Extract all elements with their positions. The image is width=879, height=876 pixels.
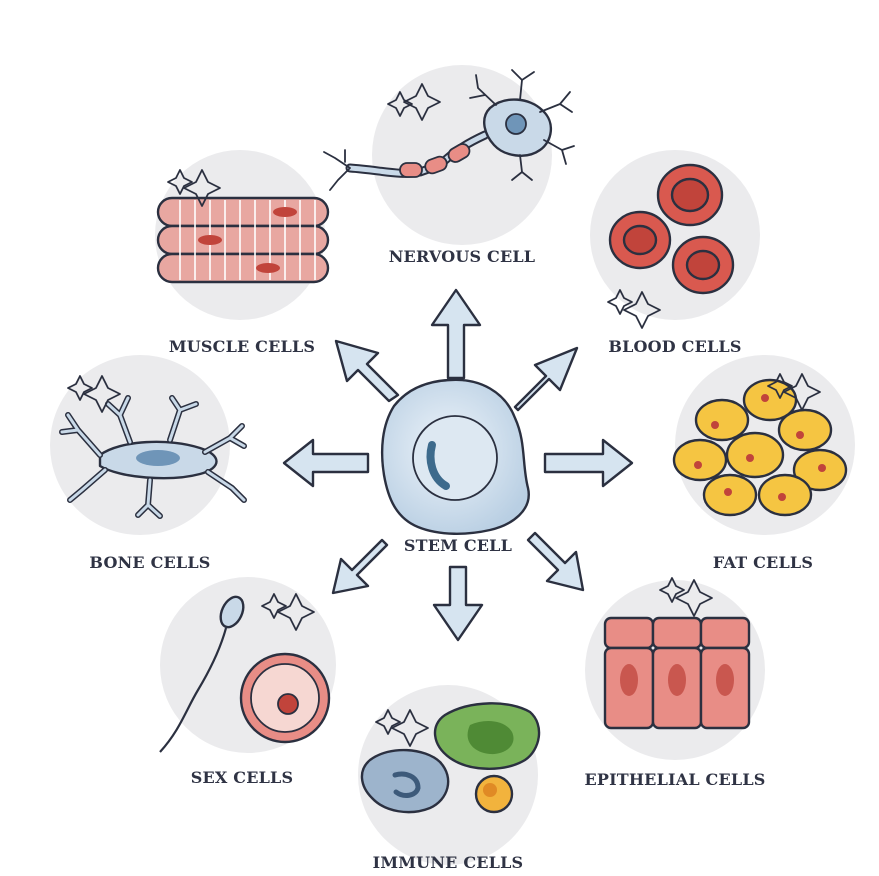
immune-cells-label: IMMUNE CELLS <box>373 853 524 872</box>
muscle-cells-illustration: MUSCLE CELLS <box>158 198 328 356</box>
arrow-left <box>284 440 368 486</box>
nervous-cell-label: NERVOUS CELL <box>389 247 536 266</box>
arrow-up-left <box>336 341 398 401</box>
stem-cell-label: STEM CELL <box>404 536 512 555</box>
blood-cells-label: BLOOD CELLS <box>608 337 741 356</box>
sex-cells-label: SEX CELLS <box>191 768 294 787</box>
arrow-right <box>545 440 632 486</box>
epithelial-cells-label: EPITHELIAL CELLS <box>584 770 765 789</box>
arrow-down-right <box>528 533 583 590</box>
muscle-cells-label: MUSCLE CELLS <box>169 337 315 356</box>
arrow-down <box>434 567 482 640</box>
bone-cells-label: BONE CELLS <box>89 553 210 572</box>
epithelial-cells-illustration: EPITHELIAL CELLS <box>584 618 765 789</box>
arrow-up <box>432 290 480 378</box>
fat-cells-label: FAT CELLS <box>713 553 813 572</box>
arrow-up-right <box>515 348 577 410</box>
stem-cell: STEM CELL <box>382 380 529 555</box>
arrow-down-left <box>333 540 387 593</box>
